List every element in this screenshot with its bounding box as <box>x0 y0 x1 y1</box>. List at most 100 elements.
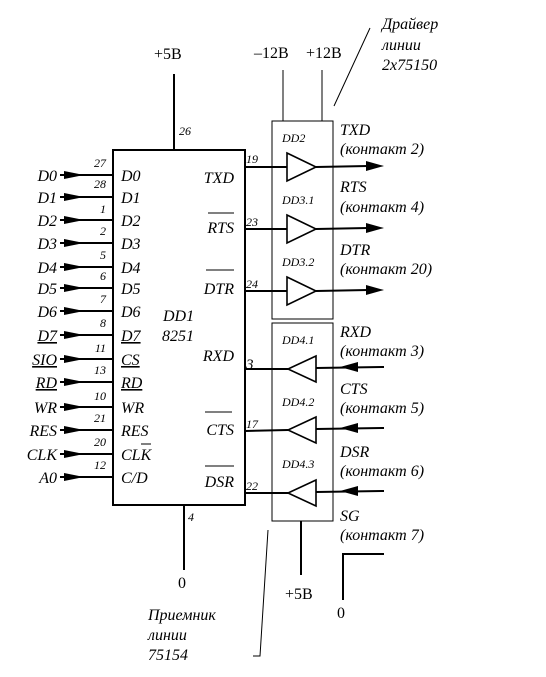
pin-number: 11 <box>95 341 106 355</box>
dtr-arrow <box>366 285 384 295</box>
signal-label: D6 <box>36 304 57 321</box>
driver-note-line-3: 2x75150 <box>382 57 437 74</box>
output-labels: TXD (контакт 2) RTS (контакт 4) DTR (кон… <box>339 122 432 544</box>
chip-pin-name: D3 <box>120 236 141 253</box>
output-contact: (контакт 4) <box>340 199 424 216</box>
rxd-arrow <box>340 362 358 372</box>
supply-plus5-top-label: +5В <box>154 46 182 63</box>
chip-pin-name: D0 <box>120 168 141 185</box>
gate-label: DD4.2 <box>281 395 314 409</box>
output-contact: (контакт 2) <box>340 141 424 158</box>
chip-left-inner-labels: D0 D1 D2 D3 D4 D5 D6 D7 CS RD WR RES CLK… <box>120 168 153 487</box>
pin-number: 1 <box>100 202 106 216</box>
chip-pin-name: RD <box>120 375 143 392</box>
chip-pin-name: RXD <box>202 348 235 365</box>
pin-number: 3 <box>245 357 254 373</box>
receiver-block <box>271 322 334 522</box>
receiver-note-line-1: Приемник <box>147 607 216 624</box>
pin-number: 6 <box>100 269 106 283</box>
signal-label: D5 <box>36 281 57 298</box>
pin-number: 12 <box>94 458 106 472</box>
signal-label: D0 <box>36 168 57 185</box>
output-signal-name: RXD <box>339 324 372 341</box>
receiver-dd4-1-triangle <box>286 354 317 384</box>
pin-number: 10 <box>94 389 106 403</box>
chip-pin-name: CLK <box>121 447 153 464</box>
chip-pin-name: WR <box>121 400 144 417</box>
ground-sg-label: 0 <box>337 605 345 622</box>
supply-minus12-label: –12В <box>253 45 289 62</box>
chip-pin-name: CTS <box>206 422 234 439</box>
receiver-note-leader <box>253 529 269 657</box>
pin-number: 28 <box>94 177 106 191</box>
signal-label: CLK <box>27 447 59 464</box>
driver-dd2-triangle <box>286 151 318 183</box>
signal-label: WR <box>34 400 57 417</box>
cts-wire-out <box>244 429 289 432</box>
gate-label: DD4.1 <box>281 333 314 347</box>
output-signal-name: TXD <box>340 122 371 139</box>
chip-name: DD1 <box>162 308 194 325</box>
gate-label: DD3.1 <box>281 193 314 207</box>
output-signal-name: SG <box>340 508 360 525</box>
receiver-note-line-2: линии <box>147 627 187 644</box>
pin-number: 2 <box>100 224 106 238</box>
chip-pin-name: D7 <box>120 328 142 345</box>
gate-label: DD2 <box>281 131 305 145</box>
signal-label: D7 <box>36 328 58 345</box>
signal-label: SIO <box>32 352 57 369</box>
dtr-wire-out <box>315 289 369 292</box>
pin-number: 5 <box>100 248 106 262</box>
gate-label: DD3.2 <box>281 255 314 269</box>
driver-note-leader <box>333 27 371 107</box>
chip-pin-name: DTR <box>203 281 234 298</box>
left-pin-wires <box>60 171 113 481</box>
signal-label: A0 <box>38 470 57 487</box>
pin-number: 27 <box>94 156 107 170</box>
pin-gnd-number: 4 <box>188 510 194 524</box>
pin-number: 19 <box>246 152 258 166</box>
chip-pin-name: C/D <box>121 470 148 487</box>
active-low-overbars <box>205 212 234 467</box>
pin-number: 24 <box>246 277 258 291</box>
ground-chip-label: 0 <box>178 575 186 592</box>
pin-number: 22 <box>246 479 258 493</box>
receiver-dd4-2-triangle <box>286 415 317 445</box>
receiver-note: Приемник линии 75154 <box>147 607 220 664</box>
dsr-arrow <box>340 486 358 496</box>
driver-dd3-1-triangle <box>286 213 318 245</box>
chip-pin-name: DSR <box>204 474 235 491</box>
driver-note: Драйвер линии 2x75150 <box>380 16 442 74</box>
right-pin-numbers: 19 23 24 3 17 22 <box>245 152 259 493</box>
sg-ground-wire <box>342 553 384 600</box>
chip-pin-name: D1 <box>120 190 141 207</box>
chip-right-inner-labels: TXD RTS DTR RXD CTS DSR <box>202 170 235 491</box>
chip-pin-name: D2 <box>120 213 141 230</box>
output-contact: (контакт 6) <box>340 463 424 480</box>
signal-label: D1 <box>36 190 57 207</box>
output-signal-name: RTS <box>339 179 367 196</box>
driver-note-line-2: линии <box>381 37 421 54</box>
output-signal-name: DTR <box>339 242 370 259</box>
signal-label: D3 <box>36 236 57 253</box>
pin-number: 17 <box>246 417 259 431</box>
receiver-note-line-3: 75154 <box>148 647 188 664</box>
rts-wire-out <box>315 227 369 230</box>
chip-pin-name: D6 <box>120 304 141 321</box>
chip-dd1-body <box>112 149 246 506</box>
chip-pin-name: RES <box>120 423 149 440</box>
rts-arrow <box>366 223 384 233</box>
pin-number: 23 <box>246 215 258 229</box>
output-contact: (контакт 5) <box>340 400 424 417</box>
output-contact: (контакт 20) <box>340 261 432 278</box>
pin-vcc-number: 26 <box>179 124 191 138</box>
supply-plus5-bottom-label: +5В <box>285 586 313 603</box>
signal-label: D4 <box>36 260 57 277</box>
driver-block <box>271 120 334 320</box>
output-contact: (контакт 3) <box>340 343 424 360</box>
supply-plus12-label: +12В <box>306 45 342 62</box>
txd-arrow <box>366 161 384 171</box>
driver-dd3-2-triangle <box>286 275 318 307</box>
pin-number: 7 <box>100 292 107 306</box>
